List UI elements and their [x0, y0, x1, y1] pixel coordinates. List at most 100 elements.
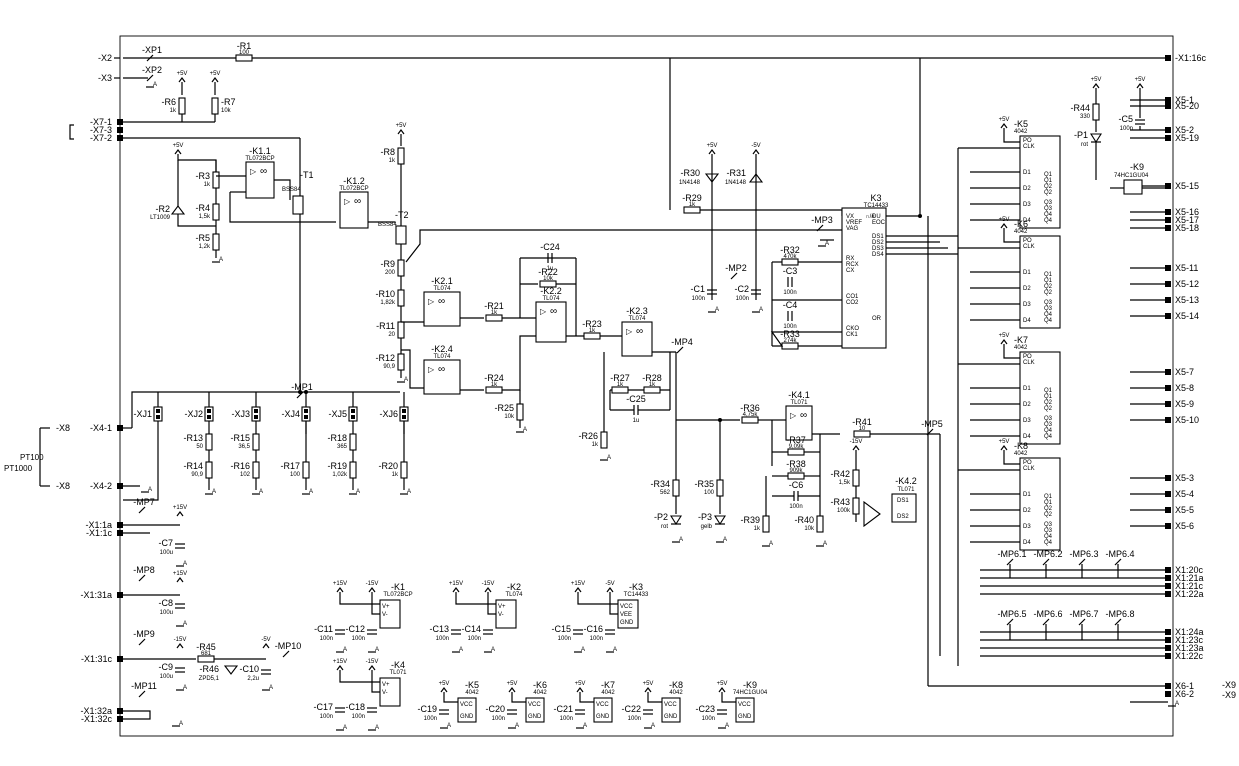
ic-value: 4042	[601, 690, 615, 696]
supply-arrow	[644, 687, 652, 693]
capacitor-value: 100n	[352, 714, 365, 720]
ic-ref: -K5	[1014, 119, 1028, 129]
supply-label: +5V	[999, 217, 1010, 223]
wire	[339, 592, 380, 605]
ic-pin-label: Q4	[1044, 540, 1053, 546]
resistor-value: 1k	[204, 182, 211, 188]
testpoint-label: -MP6.7	[1069, 609, 1098, 619]
wire	[502, 335, 536, 391]
testpoint-mark	[1078, 618, 1086, 626]
ic-pin-label: Q2	[1044, 506, 1053, 512]
connector-pin	[117, 716, 123, 722]
wire	[177, 160, 216, 227]
opamp-symbol: ▷	[428, 297, 435, 306]
capacitor-value: 100n	[320, 714, 333, 720]
supply-arrow	[176, 577, 184, 583]
testpoint-mark	[1114, 618, 1122, 626]
supply-label: +5V	[707, 143, 718, 149]
supply-arrow	[176, 643, 184, 649]
k4-2-triangle	[863, 500, 881, 528]
supply-label: -15V	[482, 581, 495, 587]
wire	[371, 592, 380, 615]
opamp-ref: -K2.3	[626, 306, 648, 316]
ic-pin-label: GND	[620, 620, 634, 626]
opamp-ref: -K2.4	[431, 344, 453, 354]
wire	[274, 179, 291, 200]
connector-pin	[117, 483, 123, 489]
connector-label: X5-17	[1175, 215, 1199, 225]
jumper-label: -XJ1	[133, 409, 152, 419]
zener-triangle	[170, 205, 186, 215]
ground-label: A	[769, 541, 773, 547]
supply-symbol: +15V	[449, 581, 463, 593]
wire	[886, 58, 921, 217]
resistor-value: 1k	[649, 382, 656, 388]
counter-section: -K54042+5VPOCLKD1D2D3D4Q1Q1Q2Q2Q3Q3Q4Q4-…	[927, 77, 1236, 707]
connector-label: X1:22a	[1175, 589, 1204, 599]
resistor-body	[716, 479, 724, 497]
ic-pin-label: Q3	[1044, 206, 1053, 212]
connector: X5-19	[1165, 133, 1199, 143]
ic-ref: -K1	[391, 582, 405, 592]
power-blocks: -K1TL072BCPV+V-+15V-C11100nA-15V-C12100n…	[313, 581, 767, 731]
ic-value: 74HC1GU04	[733, 690, 768, 696]
resistor-ref: -R38	[786, 459, 806, 469]
ground-label: A	[679, 537, 683, 543]
resistor-body	[816, 515, 824, 533]
supply-label: -15V	[174, 637, 187, 643]
ground-label: A	[183, 685, 187, 691]
resistor-value: 36,5	[238, 444, 250, 450]
testpoint: -MP11	[131, 681, 157, 698]
testpoint-mark	[138, 690, 146, 698]
zener-r46	[223, 665, 239, 675]
resistor-value: 1k	[689, 202, 696, 208]
resistor-ref: -R21	[484, 301, 504, 311]
testpoint-label: -XP1	[142, 45, 162, 55]
ic-value: TL072BCP	[383, 592, 412, 598]
resistor-body	[397, 321, 405, 339]
ground-label: A	[581, 647, 585, 653]
ic-value: 74HC1GU04	[1114, 173, 1149, 179]
wire	[131, 391, 400, 428]
wire	[647, 692, 662, 703]
ic-pin-label: Q3	[1044, 200, 1053, 206]
capacitor-ref: -C17	[313, 702, 333, 712]
ic-counter-body	[1019, 235, 1061, 329]
supply-arrow	[176, 511, 184, 517]
wire	[177, 154, 217, 172]
resistor-ref: -R29	[682, 193, 702, 203]
supply-arrow	[508, 687, 516, 693]
ground-label: A	[375, 647, 379, 653]
ic-pin-label: Q2	[1044, 190, 1053, 196]
supply-label: +5V	[999, 439, 1010, 445]
resistor-body	[762, 515, 770, 533]
testpoint-label: -MP3	[811, 215, 833, 225]
supply-symbol: +15V	[333, 581, 347, 593]
ic-value: 4042	[1014, 345, 1028, 351]
supply-symbol: +15V	[571, 581, 585, 593]
resistor-ref: -R43	[830, 497, 850, 507]
testpoint: -MP6.6	[1033, 609, 1063, 626]
label: -X1:31c	[81, 654, 113, 664]
testpoint-mark	[138, 638, 146, 646]
ic-pin-label: PO	[1023, 138, 1032, 144]
ground-symbol: A	[440, 723, 451, 729]
ic-pin-label: CX	[846, 268, 854, 274]
capacitor-value: 100n	[692, 296, 705, 302]
resistor-ref: -R7	[221, 97, 236, 107]
